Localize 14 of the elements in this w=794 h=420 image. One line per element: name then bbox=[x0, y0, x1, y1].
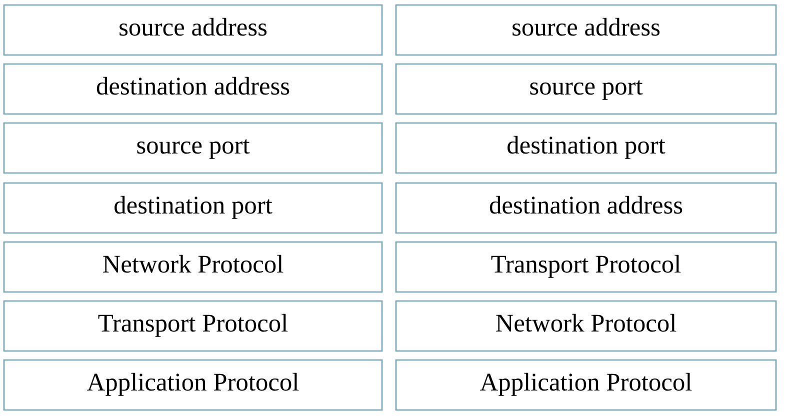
option-box: Transport Protocol bbox=[395, 241, 777, 293]
option-box: destination address bbox=[395, 182, 777, 234]
option-box: destination port bbox=[395, 122, 777, 174]
option-box: destination address bbox=[3, 63, 383, 115]
option-box: source port bbox=[3, 122, 383, 174]
option-box: Application Protocol bbox=[3, 359, 383, 411]
option-box: source address bbox=[3, 4, 383, 56]
option-box: source address bbox=[395, 4, 777, 56]
option-box: Network Protocol bbox=[395, 300, 777, 352]
option-box: Network Protocol bbox=[3, 241, 383, 293]
option-box: source port bbox=[395, 63, 777, 115]
option-box: Application Protocol bbox=[395, 359, 777, 411]
option-box: destination port bbox=[3, 182, 383, 234]
option-box: Transport Protocol bbox=[3, 300, 383, 352]
